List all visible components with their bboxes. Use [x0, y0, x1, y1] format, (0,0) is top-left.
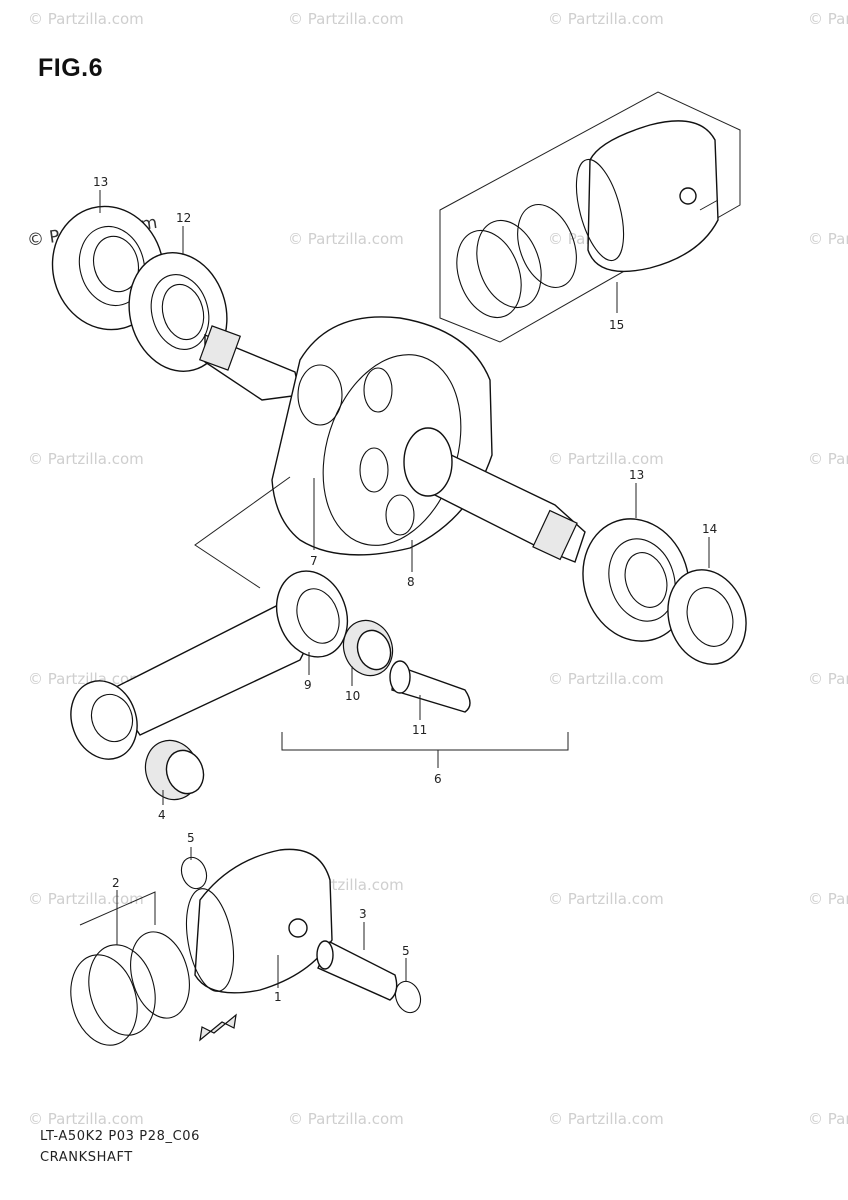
callout-1: 1	[274, 990, 282, 1004]
callout-14: 14	[702, 522, 717, 536]
leader-lines	[79, 190, 710, 988]
callout-numbers: 13 12 15 7 8 13 14 9 10 11 6 4 5 2 3 5 1	[93, 175, 717, 1004]
watermark: © Partzilla.com	[28, 890, 144, 908]
watermark: © Partzilla.com	[28, 450, 144, 468]
watermark: © Partzilla.com	[288, 10, 404, 28]
oil-seal-12	[128, 252, 228, 372]
watermark: © Partzilla.com	[808, 670, 848, 688]
piston-pin-3	[316, 940, 398, 1001]
piston-ring-2	[70, 931, 190, 1046]
watermark: © Partzilla.com	[548, 1110, 664, 1128]
watermark: © Partzilla.com	[808, 10, 848, 28]
callout-11: 11	[412, 723, 427, 737]
watermark: © Partzilla.com	[28, 670, 144, 688]
watermark: © Partzilla.com	[548, 670, 664, 688]
callout-5-bottom: 5	[402, 944, 410, 958]
diagram-caption: CRANKSHAFT	[40, 1150, 133, 1165]
callout-5-top: 5	[187, 831, 195, 845]
callout-9: 9	[304, 678, 312, 692]
connecting-rod-9	[70, 570, 349, 760]
watermark: © Partzilla.com	[808, 450, 848, 468]
watermark: © Partzilla.com	[28, 1110, 144, 1128]
watermark: © Partzilla.com	[808, 1110, 848, 1128]
oil-seal-14	[667, 569, 747, 665]
callout-10: 10	[345, 689, 360, 703]
watermark: © Partzilla.com	[548, 10, 664, 28]
callout-3: 3	[359, 907, 367, 921]
watermark: © Partzilla.com	[808, 230, 848, 248]
watermark: © Partzilla.com	[548, 890, 664, 908]
callout-7: 7	[310, 554, 318, 568]
model-code: LT-A50K2 P03 P28_C06	[40, 1129, 200, 1144]
callout-4: 4	[158, 808, 166, 822]
watermark-layer: © Partzilla.com © Partzilla.com © Partzi…	[26, 10, 848, 1128]
piston-1	[185, 848, 333, 994]
watermark: © Partzilla.com	[288, 1110, 404, 1128]
callout-8: 8	[407, 575, 415, 589]
watermark: © Partzilla.com	[548, 450, 664, 468]
callout-2: 2	[112, 876, 120, 890]
watermark: © Partzilla.com	[28, 10, 144, 28]
figure-title: FIG.6	[38, 54, 104, 82]
crank-pin-11	[389, 660, 471, 713]
watermark: © Partzilla.com	[808, 890, 848, 908]
callout-13: 13	[93, 175, 108, 189]
circlip-5-top	[180, 856, 208, 890]
needle-bearing-10	[342, 619, 394, 677]
callout-13-right: 13	[629, 468, 644, 482]
front-arrow-icon	[199, 1013, 237, 1042]
bearing-13-right	[582, 518, 690, 642]
circlip-5-bottom	[394, 980, 422, 1014]
callout-15: 15	[609, 318, 624, 332]
crankshaft-7-8	[198, 316, 586, 563]
watermark: © Partzilla.com	[288, 230, 404, 248]
piston-kit-15	[439, 91, 741, 343]
callout-12: 12	[176, 211, 191, 225]
callout-6: 6	[434, 772, 442, 786]
needle-bearing-4	[144, 739, 205, 801]
